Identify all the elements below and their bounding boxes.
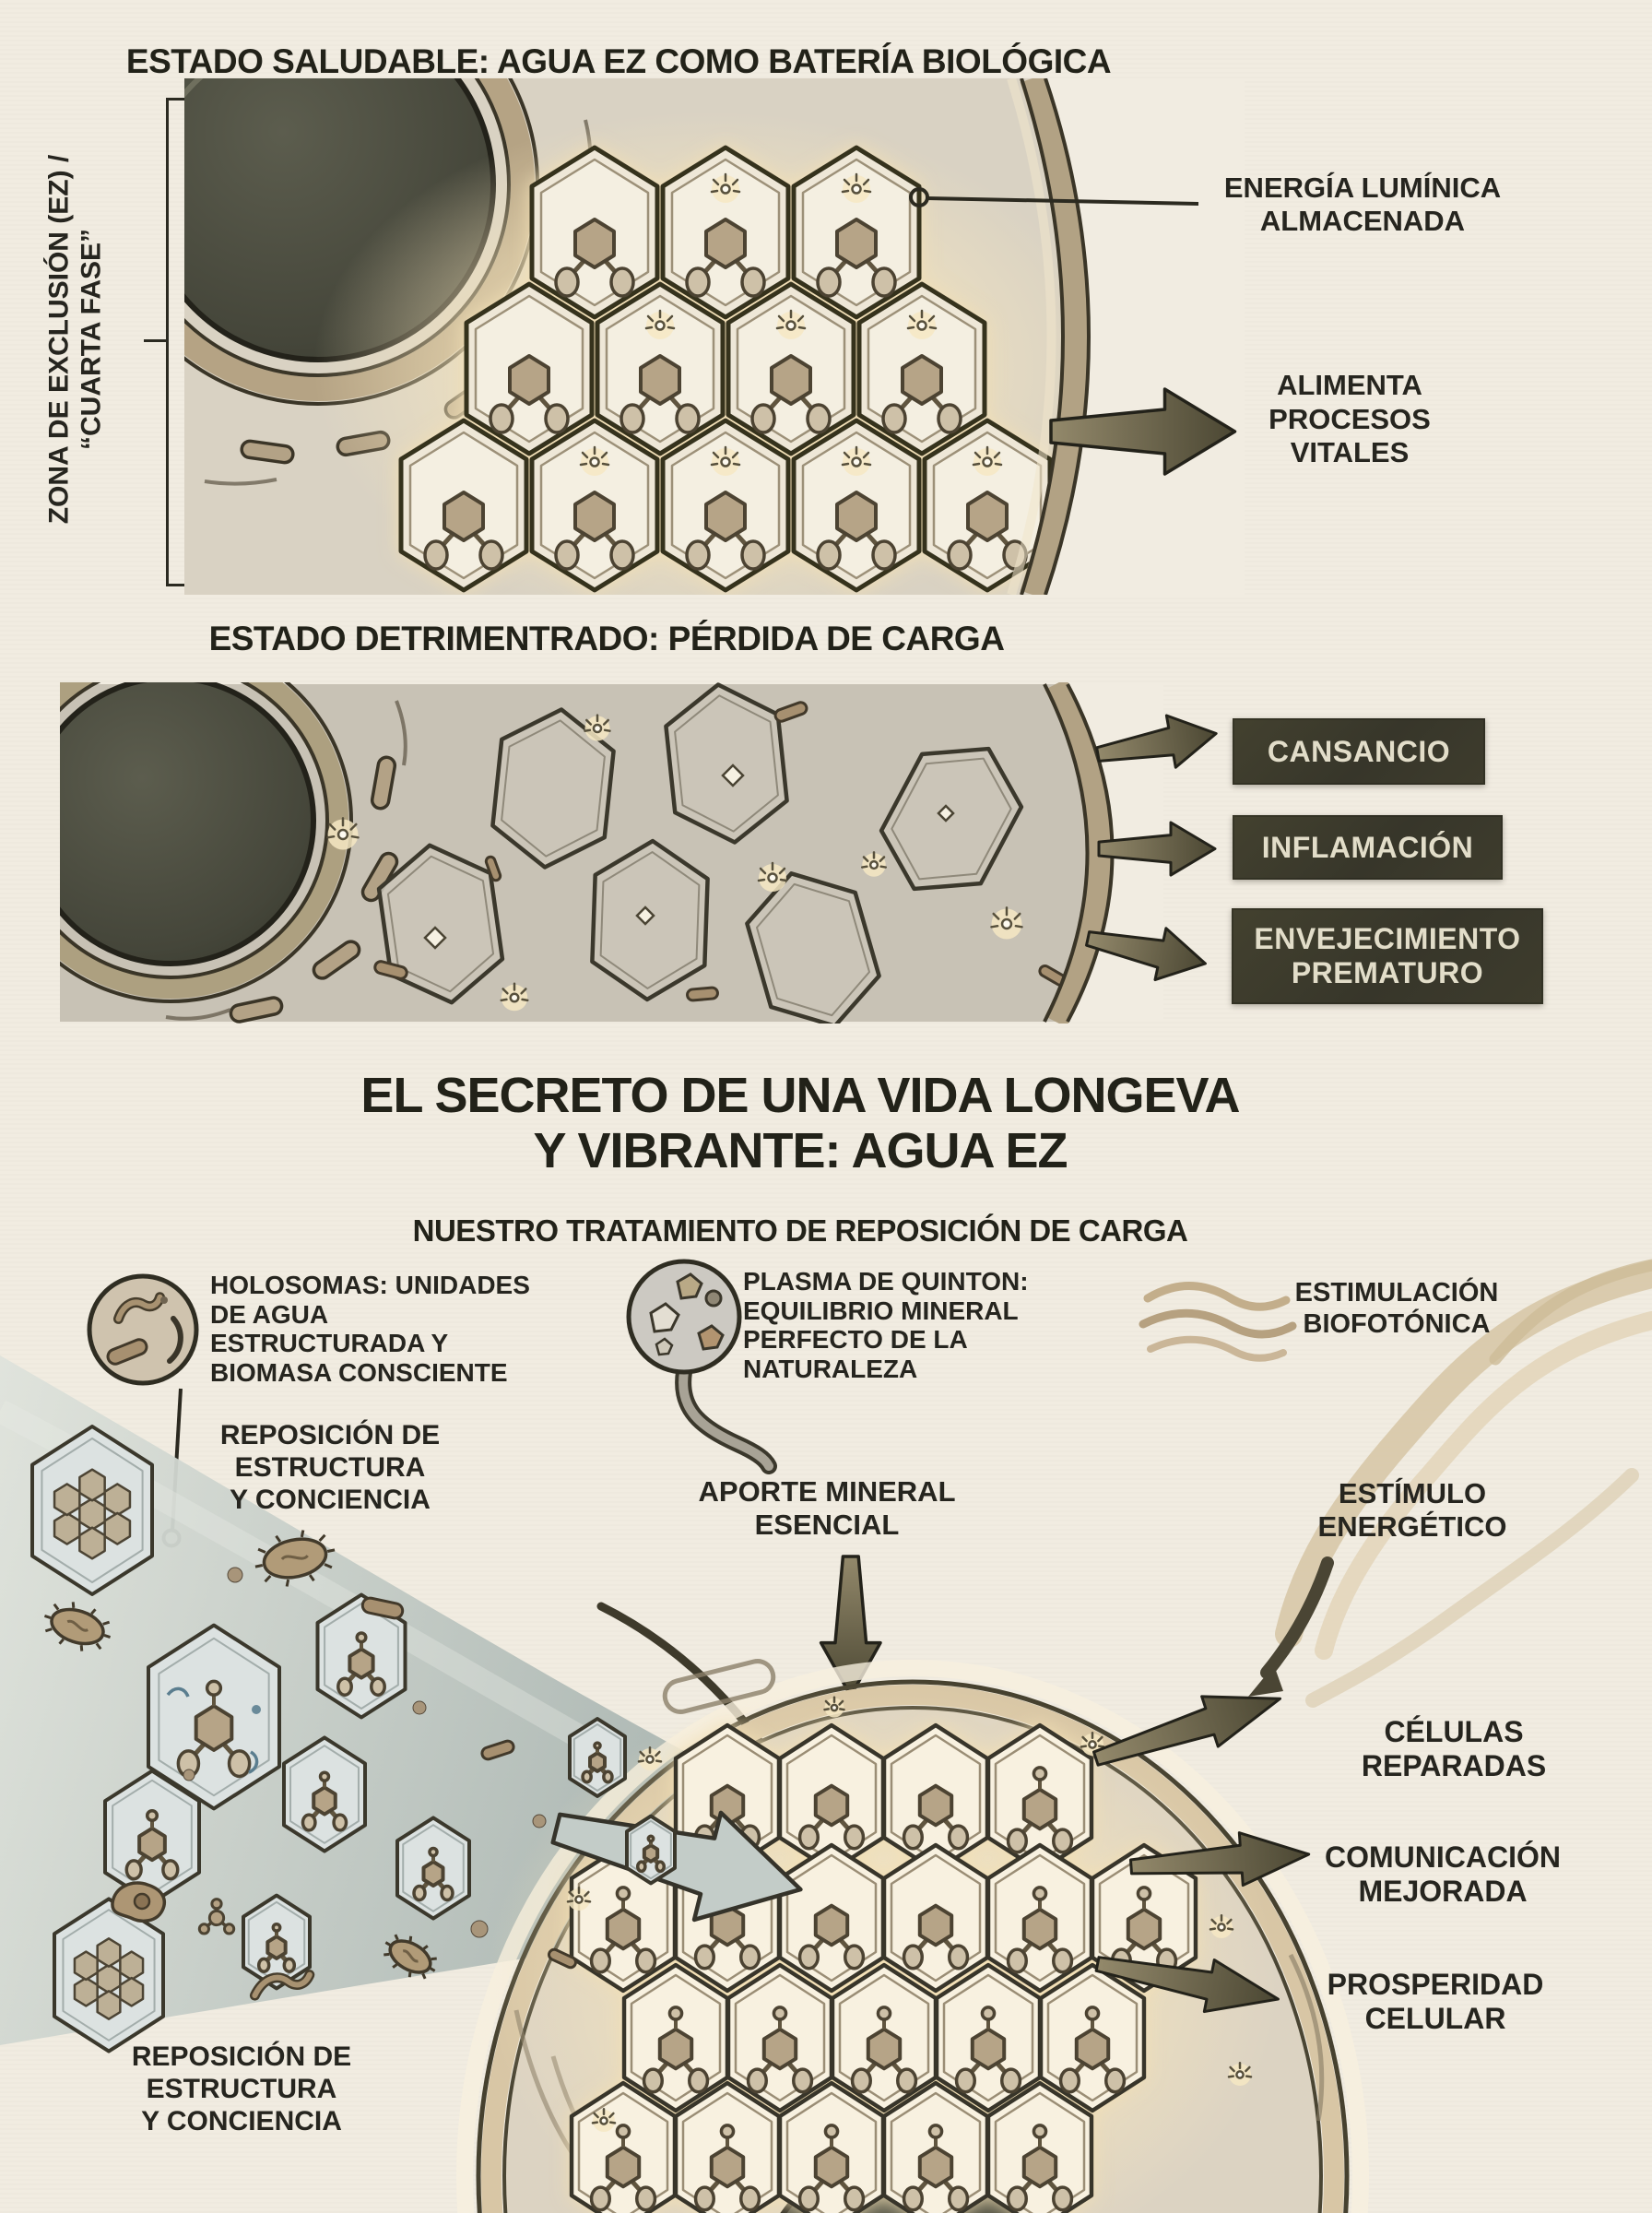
outcome-prosperity: PROSPERIDAD CELULAR — [1327, 1968, 1544, 2036]
healthy-cell-illustration — [184, 78, 1245, 595]
ez-zone-rotated-label: ZONA DE EXCLUSIÓN (EZ) / “CUARTA FASE” — [43, 154, 107, 525]
ez-bracket-line — [166, 98, 169, 586]
charge-loss-arrows — [1081, 706, 1222, 990]
biophotonic-action-label: ESTÍMULO ENERGÉTICO — [1317, 1477, 1507, 1543]
effect-box-premature-aging: ENVEJECIMIENTO PREMATURO — [1232, 908, 1543, 1004]
treatment-scene-illustration — [0, 1259, 1652, 2213]
ez-bracket-tick-mid — [144, 339, 168, 342]
degraded-state-title: ESTADO DETRIMENTRADO: PÉRDIDA DE CARGA — [208, 620, 1005, 657]
effect-box-fatigue: CANSANCIO — [1233, 718, 1485, 785]
quinton-plasma-icon — [626, 1259, 777, 1474]
biophotonic-label: ESTIMULACIÓN BIOFOTÓNICA — [1294, 1278, 1499, 1339]
biophotonic-wave-icon — [1139, 1282, 1297, 1362]
treatment-subtitle: NUESTRO TRATAMIENTO DE REPOSICIÓN DE CAR… — [412, 1213, 1188, 1248]
quinton-label: PLASMA DE QUINTON: EQUILIBRIO MINERAL PE… — [743, 1267, 1029, 1383]
quinton-action-label: APORTE MINERAL ESENCIAL — [698, 1475, 956, 1541]
ez-bracket-tick-bottom — [166, 584, 188, 586]
outcome-cells-repaired: CÉLULAS REPARADAS — [1361, 1715, 1547, 1783]
stream-action-label: REPOSICIÓN DE ESTRUCTURA Y CONCIENCIA — [131, 2041, 352, 2136]
stream-hexagons-and-microbes — [32, 1426, 677, 2052]
effect-box-inflammation: INFLAMACIÓN — [1233, 815, 1503, 880]
healthy-state-title: ESTADO SALUDABLE: AGUA EZ COMO BATERÍA B… — [125, 42, 1112, 80]
holosomas-label: HOLOSOMAS: UNIDADES DE AGUA ESTRUCTURADA… — [210, 1271, 530, 1387]
stored-light-label: ENERGÍA LUMÍNICA ALMACENADA — [1223, 172, 1502, 237]
secret-title: EL SECRETO DE UNA VIDA LONGEVA Y VIBRANT… — [360, 1068, 1240, 1179]
holosomas-icon — [87, 1273, 199, 1386]
energy-input-arrow — [1248, 1556, 1334, 1697]
holosomas-action-label: REPOSICIÓN DE ESTRUCTURA Y CONCIENCIA — [219, 1420, 441, 1515]
depleted-hexagons — [374, 682, 1039, 1024]
biophotonic-stream-waves — [1275, 1259, 1652, 1708]
degraded-cell-illustration — [60, 682, 1222, 1024]
outcome-communication: COMUNICACIÓN MEJORADA — [1325, 1840, 1561, 1909]
stored-light-callout-line — [909, 187, 1199, 207]
ez-bracket-tick-top — [166, 98, 188, 101]
healthy-cell-membrane — [1007, 78, 1245, 595]
feeds-vital-processes-label: ALIMENTA PROCESOS VITALES — [1268, 369, 1431, 469]
